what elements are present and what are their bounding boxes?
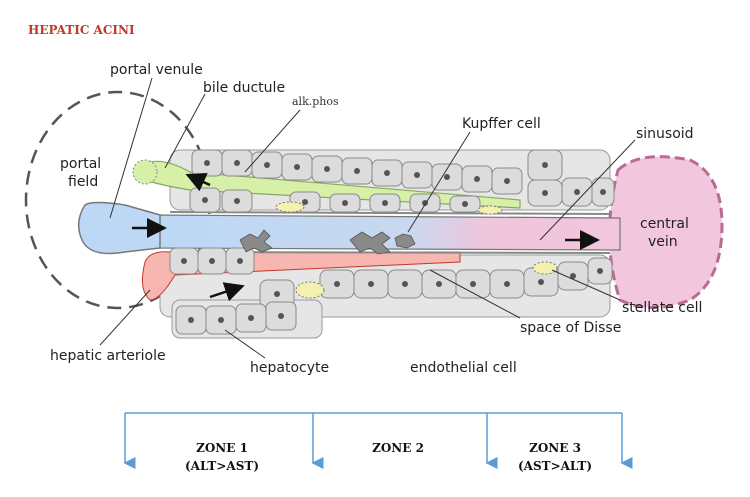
kupffer-cells <box>239 229 416 255</box>
label-stellate-cell: stellate cell <box>622 300 702 316</box>
label-bile-ductule: bile ductule <box>203 80 285 96</box>
hepatocytes-lower <box>175 257 613 335</box>
bile-flow-arrow <box>185 173 211 192</box>
label-kupffer-cell: Kupffer cell <box>462 116 541 132</box>
leader-sinusoid <box>539 139 636 241</box>
label-portal-field-line1: portal <box>60 156 101 172</box>
label-hepatic-arteriole: hepatic arteriole <box>50 348 166 364</box>
leader-hepatic-arteriole <box>99 289 151 346</box>
central-vein <box>608 155 724 309</box>
label-alk-phos: alk.phos <box>292 95 339 108</box>
hepatocytes-periportal <box>169 247 255 275</box>
zone-1-detail: (ALT>AST) <box>185 459 259 473</box>
leader-portal-venule <box>109 77 153 219</box>
leader-hepatocyte <box>224 329 266 359</box>
zone-2-name: ZONE 2 <box>372 441 424 455</box>
stellate-cell-clusters <box>275 201 558 299</box>
zone-bracket <box>123 412 633 469</box>
label-portal-venule: portal venule <box>110 62 203 78</box>
diagram-title: HEPATIC ACINI <box>28 23 135 37</box>
hepatocytes-upper <box>189 149 615 213</box>
bile-ductule-head <box>132 159 158 185</box>
label-central-vein-line1: central <box>640 216 689 232</box>
leader-alk-phos <box>244 109 301 173</box>
leader-bile-ductule <box>164 93 206 169</box>
portal-venule <box>77 201 161 255</box>
leader-kupffer-cell <box>407 131 471 233</box>
arterial-flow-arrow <box>209 282 245 302</box>
zone-1-name: ZONE 1 <box>196 441 248 455</box>
label-hepatocyte: hepatocyte <box>250 360 329 376</box>
leader-space-of-disse <box>429 269 521 319</box>
label-endothelial-cell: endothelial cell <box>410 360 517 376</box>
label-central-vein-line2: vein <box>648 234 678 250</box>
label-sinusoid: sinusoid <box>636 126 694 142</box>
sinusoid-channel <box>149 214 621 251</box>
label-space-of-disse: space of Disse <box>520 320 621 336</box>
zone-3-detail: (AST>ALT) <box>518 459 592 473</box>
zone-3-name: ZONE 3 <box>529 441 581 455</box>
label-portal-field-line2: field <box>68 174 98 190</box>
leader-stellate-cell <box>551 269 621 301</box>
